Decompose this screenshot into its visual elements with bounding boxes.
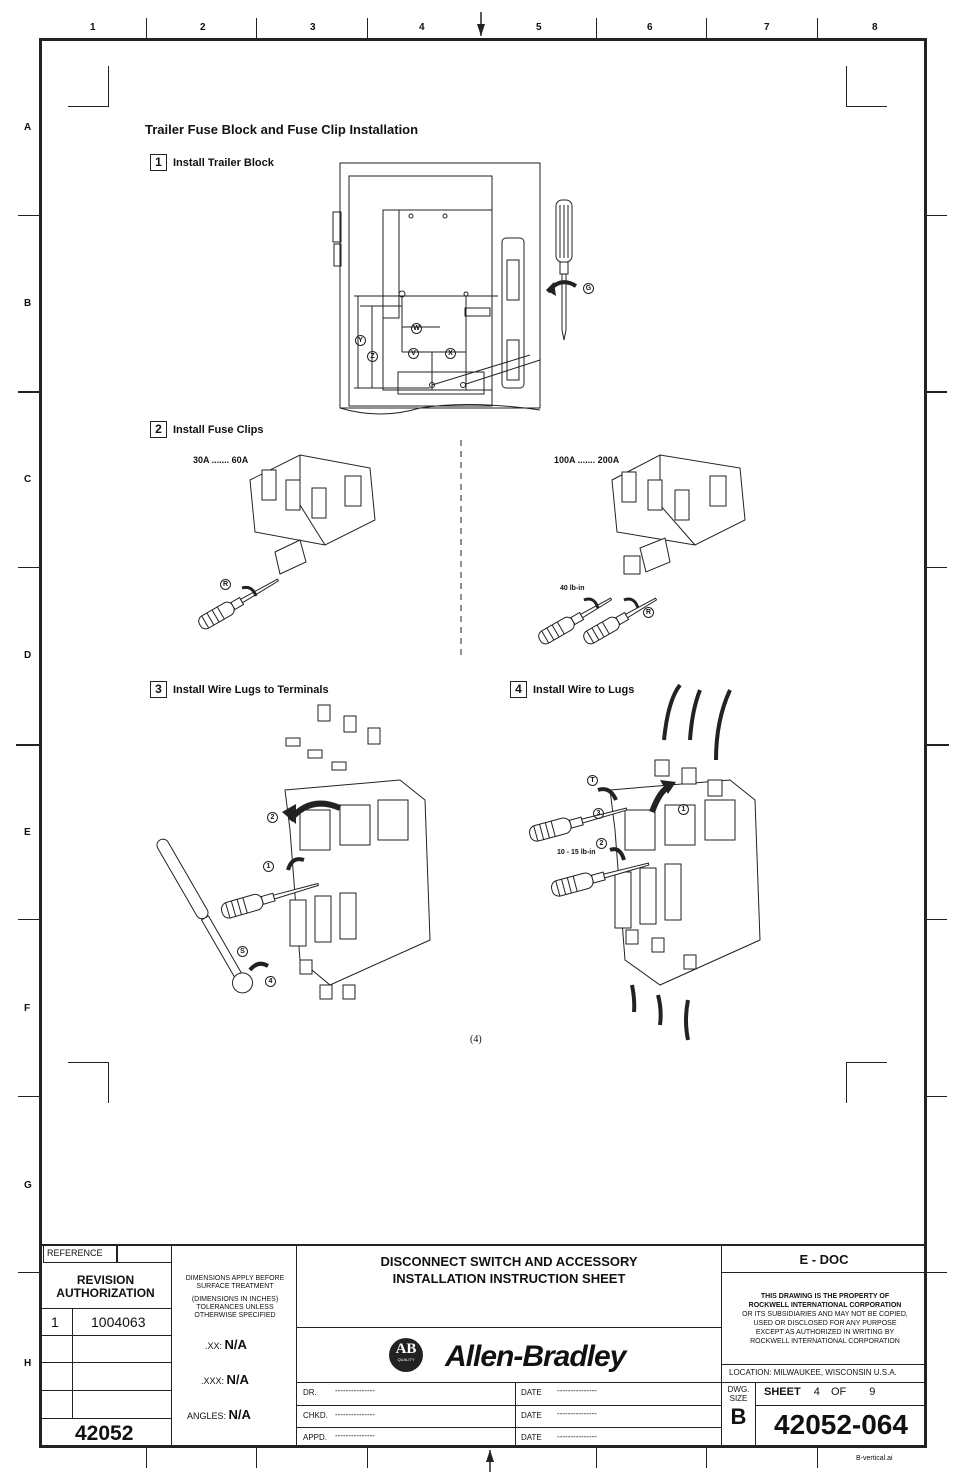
column-label: 4: [419, 22, 425, 33]
callout-2-step3: 2: [267, 812, 278, 823]
step-label: Install Trailer Block: [173, 156, 274, 169]
file-name: B-vertical.ai: [856, 1455, 893, 1462]
column-label: 6: [647, 22, 653, 33]
column-label: 8: [872, 22, 878, 33]
drawing-base-number: 42052: [75, 1422, 134, 1445]
column-label: 3: [310, 22, 316, 33]
step-2-heading: 2 Install Fuse Clips: [150, 421, 263, 438]
revision-number: 1: [51, 1314, 59, 1330]
appd-label: APPD.: [303, 1433, 328, 1442]
callout-2-step4: 2: [596, 838, 607, 849]
row-label: G: [24, 1180, 32, 1191]
revision-code: 1004063: [91, 1314, 146, 1330]
drawing-number: 42052-064: [774, 1409, 908, 1440]
callout-r-left: R: [220, 579, 231, 590]
dwg-size: B: [730, 1404, 747, 1429]
step-number: 4: [510, 681, 527, 698]
step-number: 2: [150, 421, 167, 438]
step-4-heading: 4 Install Wire to Lugs: [510, 681, 634, 698]
chkd-blank: ---------------: [335, 1410, 375, 1419]
callout-1-step3: 1: [263, 861, 274, 872]
callout-1-step4: 1: [678, 804, 689, 815]
row-label: A: [24, 122, 32, 133]
column-label: 7: [764, 22, 770, 33]
row-label: B: [24, 298, 32, 309]
callout-t: T: [587, 775, 598, 786]
range-small: 30A ....... 60A: [193, 455, 249, 465]
callout-y: Y: [355, 335, 366, 346]
row-label: E: [24, 827, 31, 838]
property-notice: THIS DRAWING IS THE PROPERTY OF ROCKWELL…: [742, 1293, 908, 1345]
dr-blank: ---------------: [335, 1386, 375, 1395]
revision-authorization: REVISION AUTHORIZATION: [56, 1273, 155, 1300]
column-label: 5: [536, 22, 542, 33]
range-large: 100A ....... 200A: [554, 455, 620, 465]
drawing-frame: [39, 38, 927, 1448]
dimension-note: DIMENSIONS APPLY BEFORE SURFACE TREATMEN…: [185, 1275, 285, 1319]
date-blank: ---------------: [557, 1409, 597, 1418]
sheet-info: SHEET 4 OF 9: [764, 1386, 876, 1398]
callout-w: W: [411, 323, 422, 334]
dr-label: DR.: [303, 1388, 317, 1397]
crop-mark: [68, 1062, 109, 1103]
callout-4: 4: [265, 976, 276, 987]
appd-blank: ---------------: [335, 1431, 375, 1440]
callout-r-right: R: [643, 607, 654, 618]
torque-clip: 40 lb-in: [560, 585, 585, 592]
tol-angles: ANGLES: N/A: [187, 1407, 251, 1422]
date-label: DATE: [521, 1411, 542, 1420]
location: LOCATION: MILWAUKEE, WISCONSIN U.S.A.: [729, 1368, 897, 1377]
step-label: Install Fuse Clips: [173, 423, 264, 436]
callout-s: S: [237, 946, 248, 957]
title-block: REFERENCE REVISION AUTHORIZATION 1 10040…: [39, 1244, 927, 1448]
row-label: C: [24, 474, 32, 485]
chkd-label: CHKD.: [303, 1411, 328, 1420]
crop-mark: [846, 66, 887, 107]
row-label: H: [24, 1358, 32, 1369]
step-number: 1: [150, 154, 167, 171]
step-label: Install Wire Lugs to Terminals: [173, 683, 329, 696]
crop-mark: [846, 1062, 887, 1103]
page-number: (4): [470, 1034, 482, 1045]
dwg-size-label: DWG. SIZE: [727, 1385, 750, 1403]
date-label: DATE: [521, 1433, 542, 1442]
column-label: 1: [90, 22, 96, 33]
tol-xx: .XX: N/A: [205, 1337, 247, 1352]
document-title: DISCONNECT SWITCH AND ACCESSORY INSTALLA…: [380, 1254, 638, 1286]
date-label: DATE: [521, 1388, 542, 1397]
date-blank: ---------------: [557, 1432, 597, 1441]
step-3-heading: 3 Install Wire Lugs to Terminals: [150, 681, 329, 698]
tol-xxx: .XXX: N/A: [201, 1372, 249, 1387]
page-heading: Trailer Fuse Block and Fuse Clip Install…: [145, 122, 419, 137]
callout-z: Z: [367, 351, 378, 362]
crop-mark: [68, 66, 109, 107]
step-number: 3: [150, 681, 167, 698]
callout-v: V: [408, 348, 419, 359]
callout-x: X: [445, 348, 456, 359]
column-label: 2: [200, 22, 206, 33]
edoc-label: E - DOC: [799, 1252, 849, 1267]
callout-3: 3: [593, 808, 604, 819]
brand-name: Allen-Bradley: [445, 1340, 626, 1373]
step-label: Install Wire to Lugs: [533, 683, 635, 696]
callout-g: G: [583, 283, 594, 294]
allen-bradley-logo: AB QUALITY: [389, 1338, 423, 1372]
torque-wire: 10 - 15 lb-in: [557, 849, 596, 856]
step-1-heading: 1 Install Trailer Block: [150, 154, 274, 171]
row-label: D: [24, 650, 32, 661]
date-blank: ---------------: [557, 1386, 597, 1395]
row-label: F: [24, 1003, 31, 1014]
reference-label: REFERENCE: [43, 1245, 117, 1263]
